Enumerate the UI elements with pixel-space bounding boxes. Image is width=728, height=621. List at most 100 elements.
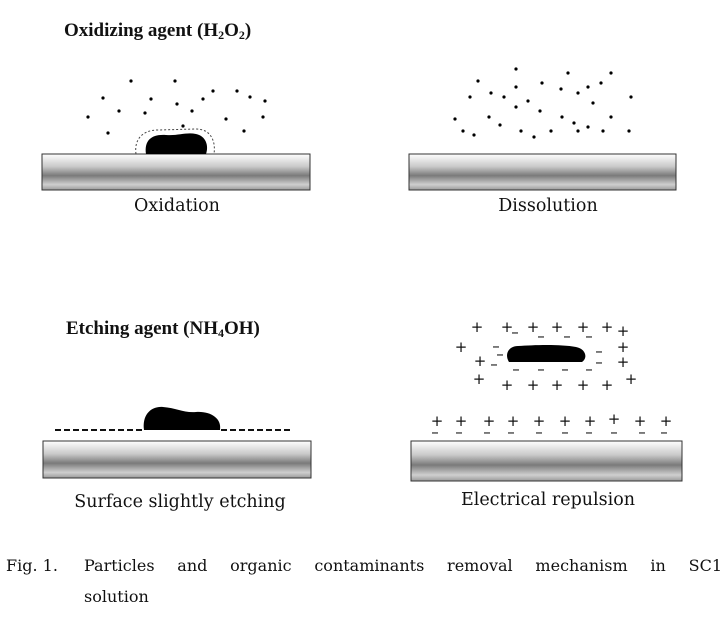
positive-charge: +	[474, 352, 487, 370]
positive-charge: +	[660, 412, 673, 430]
dissolved-dot	[498, 123, 502, 127]
oxidant-dot	[129, 79, 133, 83]
oxidant-dot	[261, 115, 265, 119]
positive-charge: +	[601, 318, 614, 336]
negative-charge: –	[455, 423, 463, 441]
positive-charge: +	[527, 318, 540, 336]
positive-charge: +	[483, 412, 496, 430]
positive-charge: +	[559, 412, 572, 430]
dissolved-dot	[609, 115, 613, 119]
negative-charge: –	[561, 423, 569, 441]
oxidant-dot	[149, 97, 153, 101]
dissolved-dot	[576, 91, 580, 95]
negative-charge: –	[507, 423, 515, 441]
particle-oxidation	[145, 133, 208, 154]
oxidant-dot	[263, 99, 267, 103]
dissolved-dot	[627, 129, 631, 133]
dissolved-dot	[609, 71, 613, 75]
oxide-shell	[135, 128, 215, 155]
caption-number: Fig. 1.	[6, 556, 58, 575]
positive-charge: +	[625, 370, 638, 388]
oxidant-particles	[86, 79, 267, 135]
positive-charge: +	[617, 322, 630, 340]
caption-line-1: Particles and organic contaminants remov…	[84, 556, 722, 575]
oxidant-dot	[211, 89, 215, 93]
positive-charge: +	[617, 353, 630, 371]
positive-charge: +	[551, 318, 564, 336]
dissolved-dot	[572, 121, 576, 125]
negative-charge: –	[585, 360, 593, 378]
oxidant-dot	[117, 109, 121, 113]
positive-charge: +	[634, 412, 647, 430]
dissolved-dot	[538, 109, 542, 113]
label-oxidation: Oxidation	[134, 196, 220, 216]
oxidant-dot	[201, 97, 205, 101]
dissolved-dot	[599, 81, 603, 85]
negative-charge: –	[595, 342, 603, 360]
dissolved-dot	[549, 129, 553, 133]
negative-charge: –	[537, 360, 545, 378]
dissolved-dot	[586, 85, 590, 89]
dissolved-dot	[576, 129, 580, 133]
substrate-dissolution	[408, 153, 677, 191]
negative-charge: –	[585, 423, 593, 441]
dissolved-dot	[586, 125, 590, 129]
negative-charge: –	[496, 345, 504, 363]
negative-charge: –	[595, 353, 603, 371]
oxidant-dot	[173, 79, 177, 83]
substrate-oxidation	[41, 153, 311, 191]
dissolved-dot	[472, 133, 476, 137]
oxidant-dot	[181, 124, 185, 128]
negative-charge: –	[490, 355, 498, 373]
positive-charge: +	[473, 370, 486, 388]
oxidant-dot	[106, 131, 110, 135]
positive-charge: +	[617, 338, 630, 356]
oxidant-dot	[86, 115, 90, 119]
positive-charge: +	[471, 318, 484, 336]
positive-charge: +	[507, 412, 520, 430]
positive-charge: +	[551, 376, 564, 394]
label-surface-etching: Surface slightly etching	[74, 492, 286, 512]
dissolved-dot	[629, 95, 633, 99]
negative-charge: –	[512, 360, 520, 378]
label-dissolution: Dissolution	[498, 196, 598, 216]
negative-charge: –	[431, 423, 439, 441]
dissolved-dot	[489, 91, 493, 95]
heading-oxidizing-agent: Oxidizing agent (H2O2)	[64, 20, 252, 42]
dissolved-dot	[468, 95, 472, 99]
dissolved-dot	[532, 135, 536, 139]
dissolved-dot	[601, 129, 605, 133]
positive-charge: +	[501, 318, 514, 336]
substrate-repulsion	[410, 440, 683, 482]
dissolved-dot	[591, 101, 595, 105]
oxidant-dot	[242, 129, 246, 133]
oxidant-dot	[224, 117, 228, 121]
dissolved-dot	[502, 95, 506, 99]
negative-charges: –––––––––––––––––––––––	[431, 323, 668, 441]
substrate-etching	[42, 440, 312, 479]
negative-charge: –	[610, 423, 618, 441]
negative-charge: –	[483, 423, 491, 441]
particle-repulsion	[507, 345, 586, 362]
oxidant-dot	[175, 102, 179, 106]
positive-charge: +	[455, 412, 468, 430]
positive-charge: +	[533, 412, 546, 430]
negative-charge: –	[585, 327, 593, 345]
positive-charge: +	[527, 376, 540, 394]
positive-charge: +	[601, 376, 614, 394]
heading-etching-agent: Etching agent (NH4OH)	[66, 318, 260, 340]
positive-charges: ++++++++++++++++++++++++++++	[431, 318, 673, 430]
oxidant-dot	[101, 96, 105, 100]
negative-charge: –	[511, 323, 519, 341]
oxidant-dot	[248, 95, 252, 99]
caption-line-2: solution	[84, 587, 149, 606]
dissolved-dot	[487, 115, 491, 119]
dissolved-dot	[519, 129, 523, 133]
oxidant-dot	[235, 89, 239, 93]
positive-charge: +	[501, 376, 514, 394]
dissolved-dot	[461, 129, 465, 133]
label-electrical-repulsion: Electrical repulsion	[460, 490, 636, 510]
dissolved-dot	[526, 99, 530, 103]
dissolved-dot	[514, 67, 518, 71]
